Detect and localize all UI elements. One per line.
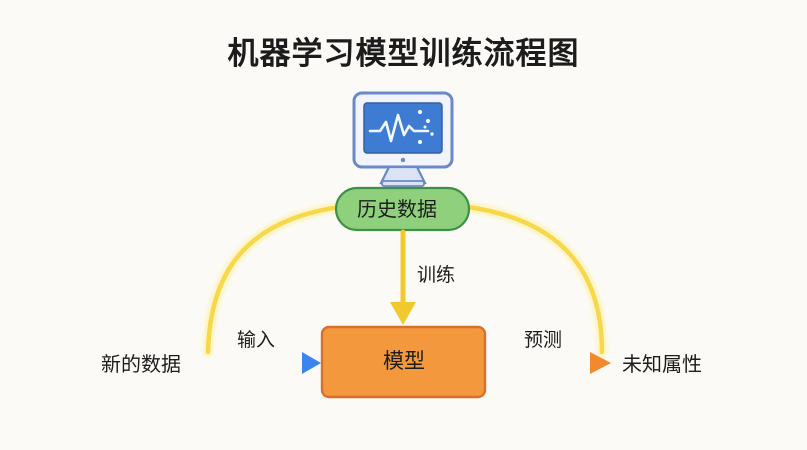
model-label: 模型 <box>383 349 425 373</box>
signal-dot <box>425 118 431 124</box>
signal-dot <box>417 109 423 115</box>
right-arc <box>465 204 605 355</box>
input-arrow <box>200 352 321 374</box>
power-dot <box>400 157 406 163</box>
train-arrow <box>390 227 416 325</box>
history-data-label: 历史数据 <box>357 197 437 221</box>
input-arrow-head <box>302 352 321 374</box>
unknown-attributes-label: 未知属性 <box>622 352 702 376</box>
signal-dot <box>417 139 423 145</box>
predict-arrow <box>487 352 611 374</box>
feedback-arcs <box>203 202 607 357</box>
predict-arrow-head <box>590 352 611 374</box>
left-arc <box>205 204 343 355</box>
input-label: 输入 <box>237 329 276 351</box>
predict-label: 预测 <box>524 329 563 351</box>
waveform-icon <box>368 109 434 145</box>
new-data-label: 新的数据 <box>101 352 181 376</box>
signal-dot <box>430 132 434 136</box>
model-box <box>320 325 487 399</box>
train-label: 训练 <box>417 264 456 286</box>
monitor-stand <box>379 165 427 185</box>
model-node <box>320 325 487 399</box>
signal-dot <box>423 125 427 129</box>
computer-monitor-icon <box>352 91 454 187</box>
train-arrow-head <box>390 302 416 325</box>
waveform-line <box>368 113 430 143</box>
monitor-base <box>381 180 425 187</box>
page-title: 机器学习模型训练流程图 <box>227 36 580 72</box>
